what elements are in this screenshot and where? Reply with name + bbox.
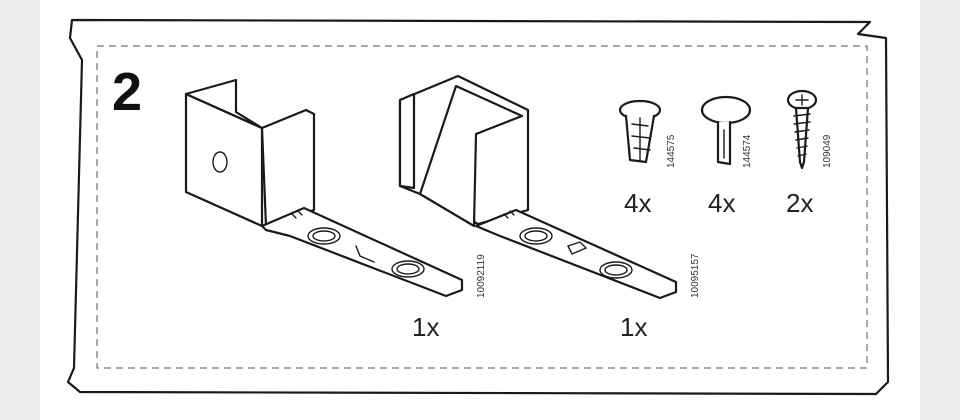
quantity-cap-pin: 4x xyxy=(708,188,735,218)
assembly-step-illustration: 2 xyxy=(66,18,890,396)
part-code-cap-pin: 144574 xyxy=(742,134,753,168)
bracket-right-drawing xyxy=(398,74,678,300)
step-number: 2 xyxy=(112,62,142,122)
screw-drawing xyxy=(786,89,818,170)
instruction-sheet: 2 xyxy=(40,0,920,420)
part-code-bracket-left: 10092119 xyxy=(476,254,487,298)
quantity-screw: 2x xyxy=(786,188,813,218)
part-code-wall-plug: 144575 xyxy=(666,134,677,168)
quantity-bracket-left: 1x xyxy=(412,312,439,342)
cap-pin-drawing xyxy=(700,95,752,166)
quantity-bracket-right: 1x xyxy=(620,312,647,342)
bracket-left-drawing xyxy=(184,78,464,298)
part-code-bracket-right: 10095157 xyxy=(690,253,701,298)
quantity-wall-plug: 4x xyxy=(624,188,651,218)
dashed-cut-line xyxy=(96,45,868,369)
part-code-screw: 109049 xyxy=(822,134,833,168)
wall-plug-drawing xyxy=(618,99,662,164)
